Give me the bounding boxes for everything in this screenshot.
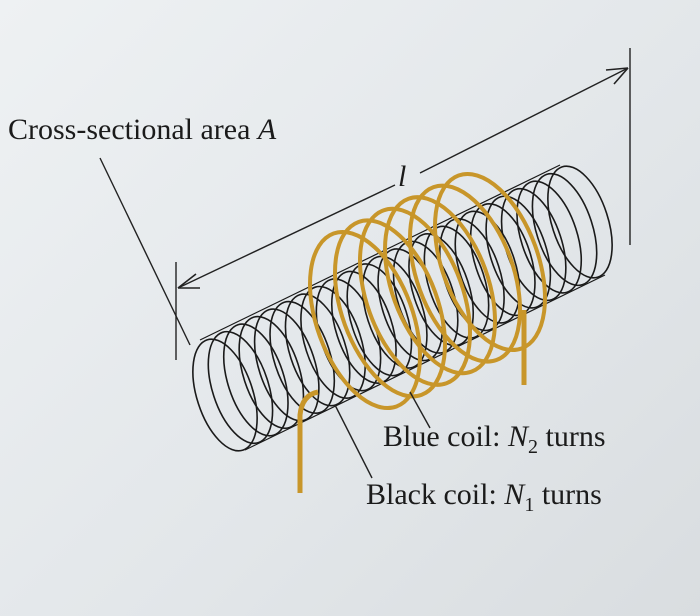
black-coil-leader-line (334, 404, 373, 479)
black-coil-turn (547, 165, 613, 279)
black-coil-turn (408, 233, 474, 347)
blue-coil-turn (383, 195, 497, 376)
blue-coil-lead-left (297, 389, 319, 493)
black-coil-turn (207, 330, 274, 445)
blue-coil-subscript: 2 (528, 436, 538, 458)
black-coil-turn (253, 308, 320, 422)
annotations (99, 48, 631, 479)
black-coil-label: Black coil: N1 turns (366, 478, 602, 517)
length-arrow-right (419, 67, 629, 174)
length-arrowhead-right (605, 67, 629, 85)
length-arrow-left (177, 184, 396, 289)
black-coil-turn (222, 323, 289, 437)
black-coil-turn (238, 315, 305, 430)
blue-coil-turn (408, 183, 522, 364)
black-coil-turn (361, 255, 428, 369)
length-arrowhead-left (177, 273, 200, 289)
black-coil-turn (531, 172, 598, 287)
length-label: l (398, 160, 407, 193)
black-coil-turn (423, 225, 490, 339)
cross-sectional-area-label: Cross-sectional area A (8, 113, 276, 147)
black-coil-turn (346, 263, 413, 377)
blue-coil (297, 172, 547, 493)
black-coil-prefix: Black coil: (366, 478, 505, 511)
black-coil-turn (269, 300, 336, 415)
area-symbol: A (257, 113, 277, 146)
black-coil-turn (454, 210, 521, 324)
black-coil-turn (192, 338, 258, 452)
black-coil-turn (331, 270, 397, 384)
blue-coil-prefix: Blue coil: (383, 420, 508, 453)
black-coil-turn (516, 180, 583, 294)
blue-coil-symbol: N (507, 420, 528, 453)
area-text: Cross-sectional area (8, 113, 258, 146)
black-coil-symbol: N (504, 478, 525, 511)
area-leader-line (99, 157, 191, 346)
blue-coil-turn (433, 172, 547, 352)
blue-coil-turn (333, 218, 447, 399)
blue-coil-turn (358, 206, 472, 387)
blue-coil-leader-line (409, 391, 431, 429)
blue-coil-label: Blue coil: N2 turns (383, 420, 606, 459)
black-coil-turn (469, 202, 536, 317)
black-coil-subscript: 1 (524, 494, 535, 516)
black-coil-suffix: turns (534, 478, 602, 511)
black-coil-turn (485, 195, 552, 309)
blue-coil-turn (308, 230, 422, 410)
blue-coil-suffix: turns (538, 420, 606, 453)
black-coil-turn (300, 285, 366, 399)
